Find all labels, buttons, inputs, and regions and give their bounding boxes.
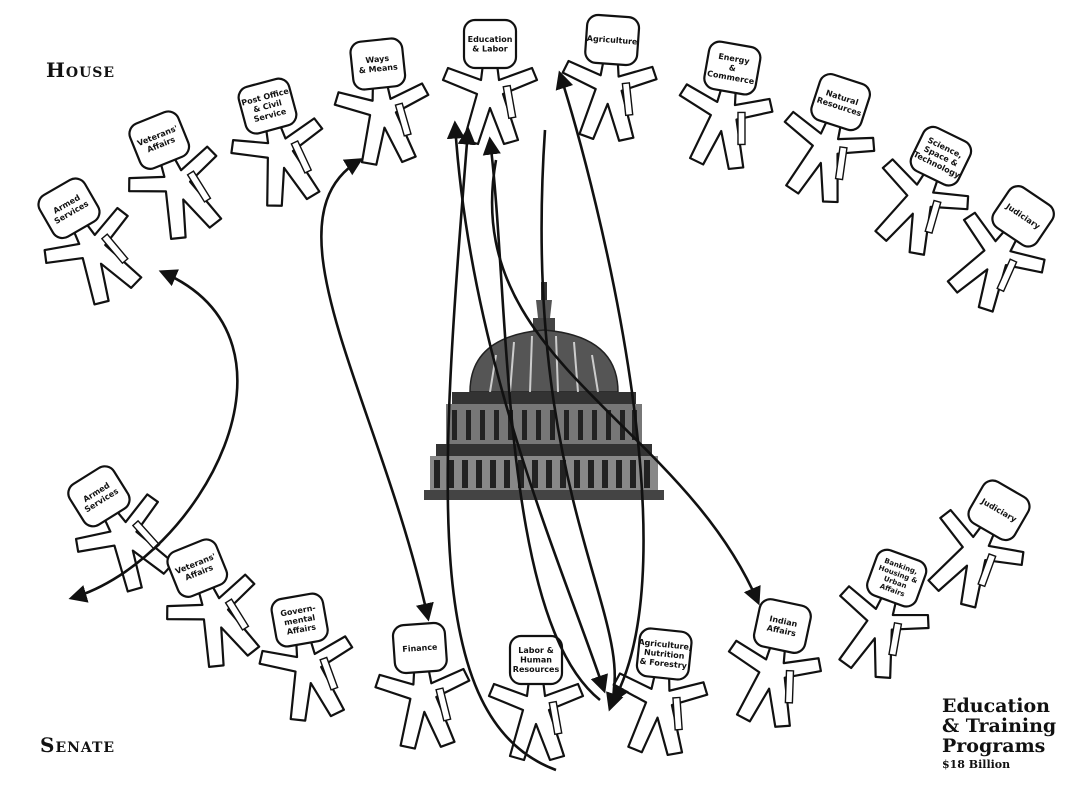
title-line-3: Programs bbox=[942, 735, 1046, 757]
house-committee-natural-resources: NaturalResources bbox=[763, 63, 894, 213]
arrow-finance-ways-means bbox=[320, 158, 434, 622]
committee-figure-icon bbox=[105, 99, 242, 252]
senate-committee-agriculture-nutrition-forestry: Agriculture,Nutrition& Forestry bbox=[605, 624, 715, 760]
program-title: Education & Training Programs $18 Billio… bbox=[942, 696, 1082, 771]
senate-committee-armed-services: ArmedServices bbox=[45, 449, 193, 608]
committee-name: Finance bbox=[402, 642, 438, 653]
arrow-armed-services bbox=[68, 269, 239, 603]
house-committee-science-space-technology: Science,Space &Technology bbox=[853, 112, 995, 268]
committee-figure-icon bbox=[714, 591, 835, 735]
senate-label: Senate bbox=[40, 733, 116, 757]
committee-name: Agriculture,Nutrition& Forestry bbox=[636, 637, 692, 670]
house-committee-agriculture: Agriculture bbox=[557, 11, 662, 145]
house-committee-judiciary: Judiciary bbox=[927, 169, 1077, 327]
house-committee-armed-services: ArmedServices bbox=[15, 162, 161, 320]
title-line-1: Education bbox=[942, 695, 1050, 717]
senate-committee-veterans-affairs: Veterans'Affairs bbox=[143, 527, 280, 680]
committee-name: Education& Labor bbox=[468, 35, 513, 54]
budget-amount: $18 Billion bbox=[942, 758, 1011, 771]
referral-arrows bbox=[68, 70, 761, 772]
house-committee-post-office-civil-service: Post Office& CivilService bbox=[214, 69, 340, 216]
house-committee-veterans-affairs: Veterans'Affairs bbox=[105, 99, 242, 252]
house-label: House bbox=[46, 58, 116, 82]
committee-figure-icon bbox=[853, 112, 995, 268]
arrow-indian-affairs bbox=[490, 159, 761, 606]
house-committee-education-labor: Education& Labor bbox=[441, 18, 539, 146]
committee-name: Agriculture bbox=[587, 34, 639, 47]
senate-committee-finance: Finance bbox=[370, 619, 475, 753]
senate-committee-indian-affairs: IndianAffairs bbox=[714, 591, 835, 735]
senate-committee-judiciary: Judiciary bbox=[907, 464, 1053, 622]
house-committee-energy-commerce: Energy&Commerce bbox=[667, 35, 784, 176]
house-committee-ways-means: Ways& Means bbox=[327, 34, 437, 170]
committee-figure-icon bbox=[763, 63, 894, 213]
arrow-labor-5 bbox=[555, 70, 645, 704]
committee-figure-icon bbox=[907, 464, 1053, 622]
committee-figure-icon bbox=[370, 619, 475, 753]
senate-committee-banking-housing-urban-affairs: Banking,Housing &UrbanAffairs bbox=[817, 538, 951, 690]
committee-figure-icon bbox=[143, 527, 280, 680]
senate-committee-governmental-affairs: Govern-mentalAffairs bbox=[248, 587, 365, 728]
title-line-2: & Training bbox=[942, 715, 1057, 737]
committee-figure-icon bbox=[45, 449, 193, 608]
committee-name: Ways& Means bbox=[357, 53, 398, 76]
